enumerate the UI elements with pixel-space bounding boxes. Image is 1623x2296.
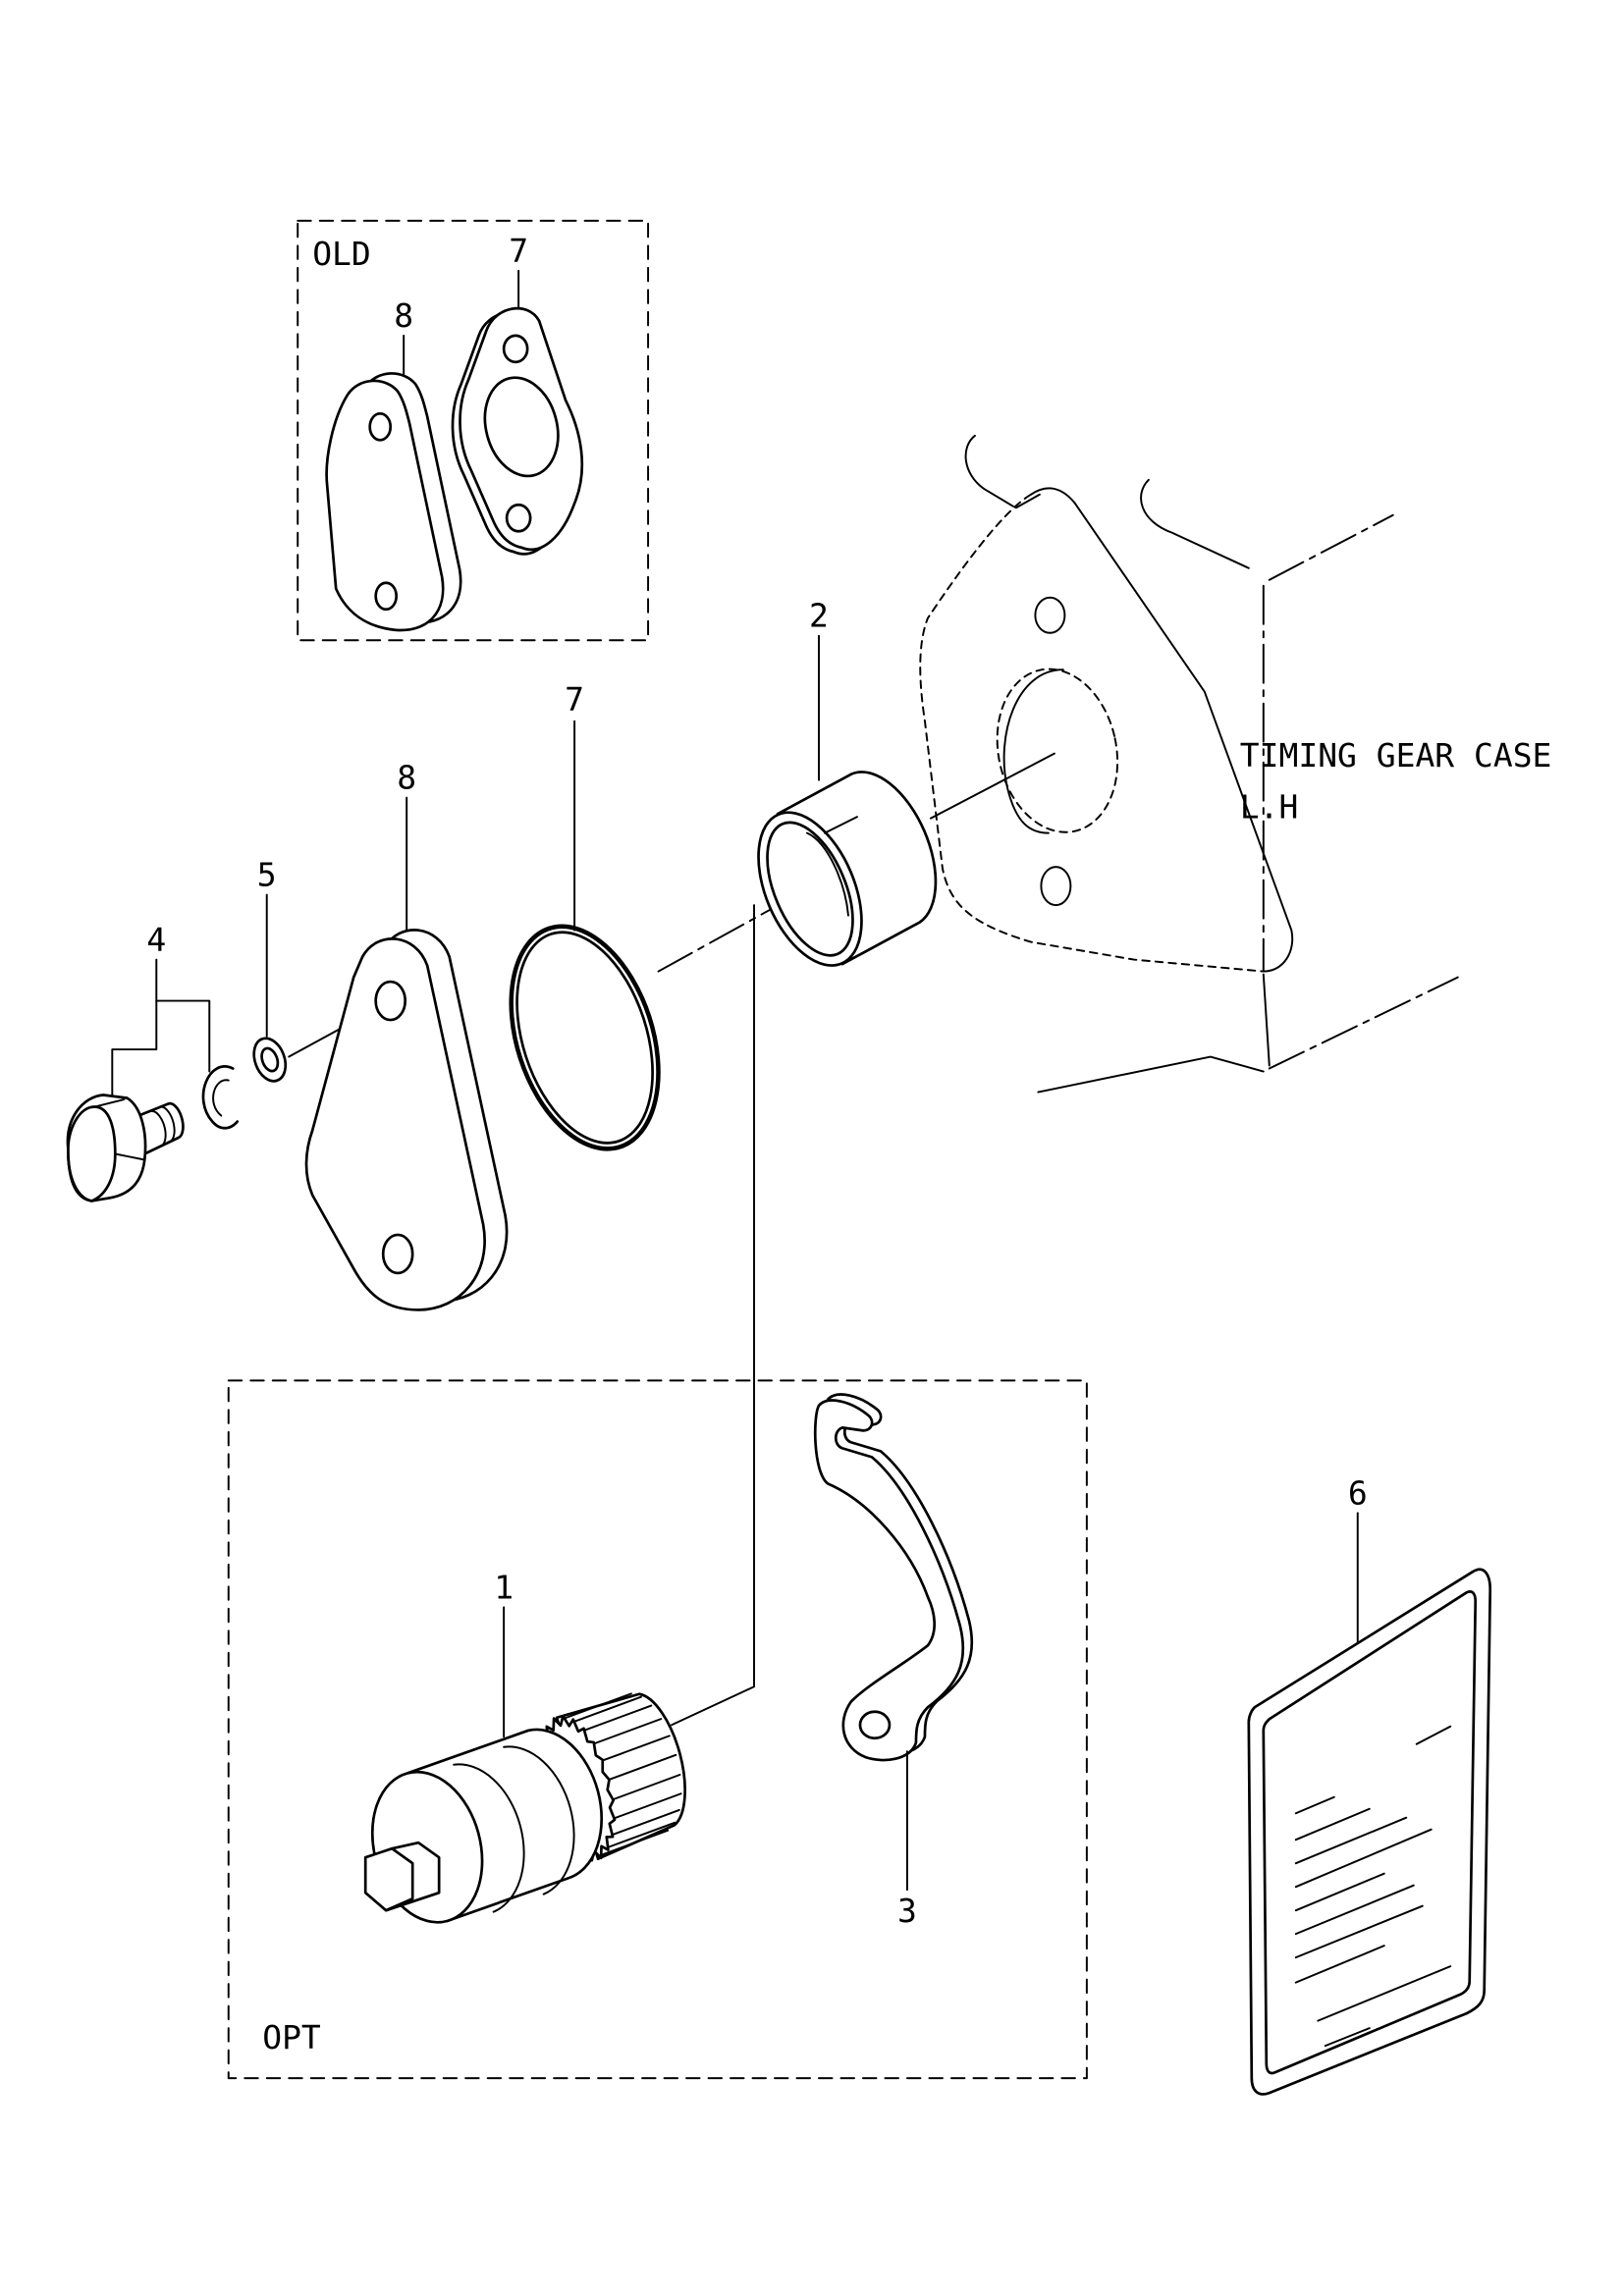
case-outline-bottom	[1037, 1055, 1265, 1094]
o-ring-outer	[509, 924, 661, 1151]
case-bore-hidden	[996, 667, 1119, 833]
case-bore-edge	[1002, 668, 1064, 834]
gear-tooth-line	[611, 1774, 681, 1801]
axis-line-bushing-to-case	[929, 752, 1055, 820]
gear-tooth-line	[607, 1753, 677, 1782]
washer: 5	[252, 856, 288, 1083]
old-cover-plate-front	[325, 379, 445, 632]
callout-3: 3	[897, 1892, 917, 1930]
case-outline-top-left-hidden	[1014, 493, 1041, 509]
o-ring: 7	[509, 680, 661, 1151]
bolt	[66, 1094, 185, 1202]
callout-1: 1	[494, 1568, 514, 1606]
hub-groove-2	[503, 1745, 575, 1896]
label-card: 6	[1247, 1473, 1492, 2096]
label-card-print-lines	[1294, 1725, 1452, 2048]
opt-group-label: OPT	[262, 2018, 321, 2056]
washer-outer	[252, 1037, 288, 1083]
bushing-body	[776, 771, 938, 966]
cover-plate-hole-bottom	[381, 1233, 414, 1275]
timing-gear-case: TIMING GEAR CASE L.H	[919, 434, 1552, 1094]
old-group-frame	[297, 219, 650, 642]
bolt-thread-2	[159, 1105, 176, 1144]
case-reference-line2: L.H	[1240, 788, 1299, 827]
gear-tooth-line	[606, 1821, 676, 1849]
gear-tooth-line	[582, 1704, 653, 1733]
bushing-bore-back-edge	[806, 831, 849, 917]
case-reference-line1: TIMING GEAR CASE	[1240, 736, 1552, 774]
retaining-clip-outer	[201, 1065, 240, 1130]
gear-tooth-line	[571, 1695, 642, 1724]
opt-group-frame	[227, 1379, 1088, 2080]
bolt-head	[66, 1094, 147, 1202]
old-cover-plate-hole-top	[368, 411, 393, 442]
case-outline-bottom-hidden	[1268, 976, 1459, 1070]
bolt-set: 4	[66, 921, 240, 1202]
gear-tooth-line	[612, 1792, 682, 1820]
old-group: OLD 7 8	[297, 219, 650, 642]
retaining-clip	[201, 1065, 240, 1130]
bushing: 2	[757, 597, 938, 967]
old-cover-plate	[325, 372, 462, 632]
callout-4: 4	[146, 921, 166, 959]
old-gasket	[451, 306, 584, 556]
case-outline-top-right	[1140, 478, 1250, 569]
gear-tooth-line	[610, 1808, 680, 1837]
callout-5: 5	[257, 856, 277, 894]
bushing-front-rim	[757, 811, 863, 967]
old-gasket-front	[459, 306, 584, 552]
callout-7: 7	[565, 680, 584, 719]
gear-tooth-line	[562, 1692, 632, 1720]
bolt-thread-1	[150, 1110, 167, 1148]
cover-plate-front	[304, 937, 486, 1311]
axis-line-gear	[671, 904, 755, 1727]
bushing-bore	[766, 821, 854, 957]
callout-8: 8	[397, 759, 416, 797]
old-cover-plate-hole-bottom	[374, 581, 399, 612]
case-bolt-hole-bottom	[1040, 866, 1072, 907]
leader-4-bracket	[111, 999, 211, 1120]
old-callout-8: 8	[394, 296, 413, 335]
hub-groove-1	[453, 1763, 525, 1913]
old-gasket-hole-bottom	[505, 503, 532, 533]
gear-tooth-line	[592, 1718, 663, 1745]
old-callout-7: 7	[509, 232, 528, 270]
retaining-clip-inner	[212, 1079, 230, 1117]
lever-hole	[858, 1710, 892, 1740]
gear-tooth-line	[600, 1735, 671, 1762]
bolt-head-edge	[93, 1098, 146, 1161]
lever-front	[813, 1399, 965, 1762]
case-flange-edge	[1029, 487, 1294, 973]
opt-group: OPT 1 3	[227, 1379, 1088, 2080]
case-outline-top-right-hidden	[1268, 513, 1394, 581]
lever: 3	[813, 1393, 974, 1930]
cover-plate-hole-top	[374, 980, 407, 1022]
callout-2: 2	[809, 597, 829, 635]
case-flange-hidden-outline	[919, 493, 1265, 973]
washer-inner	[260, 1046, 280, 1073]
callout-6: 6	[1348, 1473, 1368, 1512]
drive-gear: 1	[363, 1568, 686, 1924]
label-card-outer	[1247, 1568, 1492, 2096]
label-card-inner	[1262, 1590, 1478, 2075]
case-outline-top-left	[964, 434, 1014, 507]
hub-hex-nose	[363, 1846, 414, 1912]
cover-plate: 8	[304, 759, 509, 1311]
old-gasket-center-hole	[483, 376, 560, 478]
gear-tooth-line	[599, 1829, 670, 1857]
o-ring-inner	[515, 931, 654, 1145]
old-group-label: OLD	[312, 235, 371, 273]
case-outline-right-lower	[1262, 973, 1271, 1067]
bushing-shade-line	[824, 816, 858, 834]
old-gasket-hole-top	[502, 334, 529, 364]
case-bolt-hole-top	[1034, 596, 1066, 634]
